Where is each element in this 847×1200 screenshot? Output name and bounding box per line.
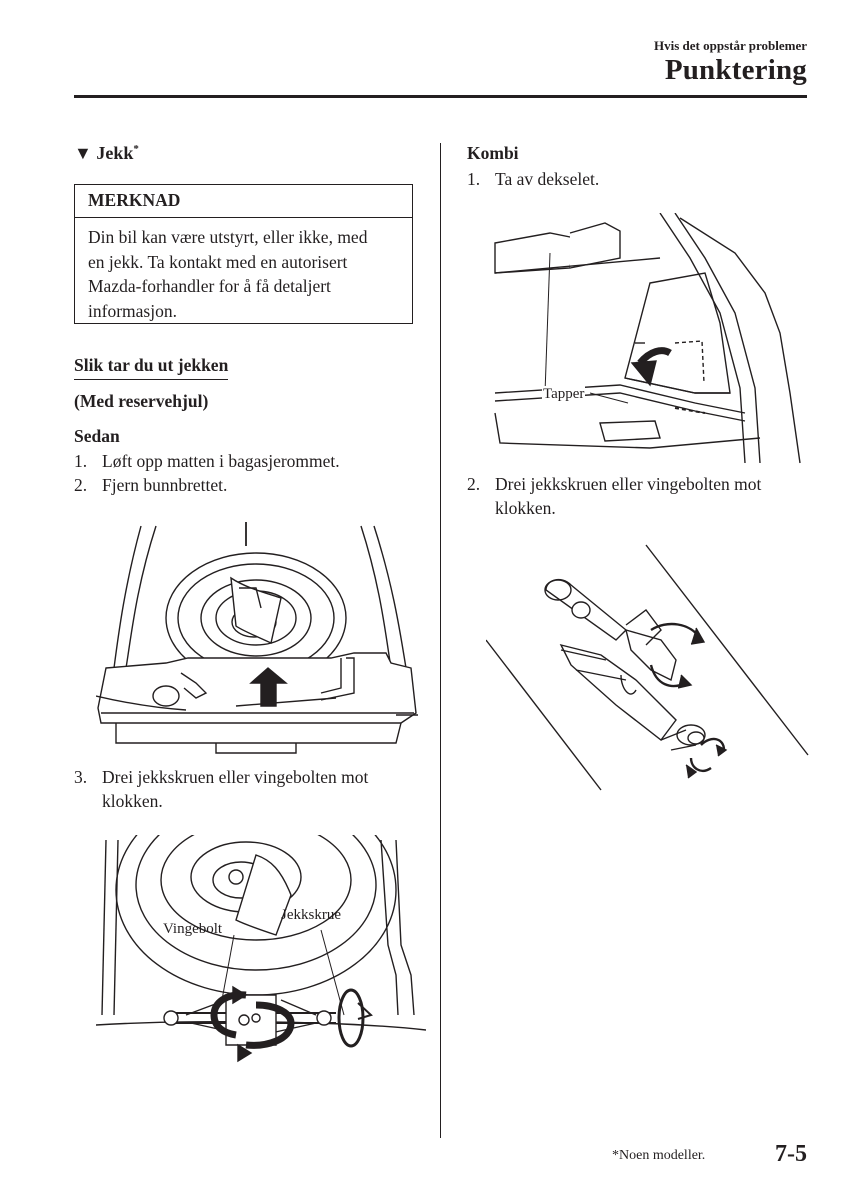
subheading-remove-jack: Slik tar du ut jekken xyxy=(74,355,229,380)
note-line: Din bil kan være utstyrt, eller ikke, me… xyxy=(88,227,368,247)
step-item: 2. Drei jekkskruen eller vingebolten mot… xyxy=(467,472,807,520)
step-number: 2. xyxy=(74,475,88,495)
column-divider xyxy=(440,143,441,1138)
header-rule xyxy=(74,95,807,98)
section-header: Hvis det oppstår problemer xyxy=(654,38,807,53)
heading-text: Jekk xyxy=(96,143,134,163)
kombi-jack-illustration xyxy=(486,540,811,795)
note-box: MERKNAD Din bil kan være utstyrt, eller … xyxy=(74,184,413,324)
note-title: MERKNAD xyxy=(75,185,412,218)
jack-screw-label: Jekkskrue xyxy=(281,907,341,923)
step-number: 1. xyxy=(74,451,88,471)
step-number: 2. xyxy=(467,474,481,494)
note-line: informasjon. xyxy=(88,300,177,321)
page-number: 7-5 xyxy=(775,1141,807,1167)
step-text: Løft opp matten i bagasjerommet. xyxy=(102,451,340,471)
subheading-kombi: Kombi xyxy=(467,143,519,163)
step-text: Drei jekkskruen eller vingebolten mot xyxy=(495,474,762,494)
step-number: 3. xyxy=(74,767,88,787)
heading-triangle-icon: ▼ xyxy=(74,143,92,163)
sedan-jack-illustration xyxy=(96,835,426,1075)
section-heading-jekk: ▼ Jekk* xyxy=(74,143,139,164)
note-line: Mazda-forhandler for å få detaljert xyxy=(88,276,331,296)
step-item: 3. Drei jekkskruen eller vingebolten mot… xyxy=(74,765,419,813)
note-body: Din bil kan være utstyrt, eller ikke, me… xyxy=(88,225,406,323)
note-line: en jekk. Ta kontakt med en autorisert xyxy=(88,251,348,272)
step-number: 1. xyxy=(467,169,481,189)
step-text: klokken. xyxy=(495,498,556,518)
step-item: 2. Fjern bunnbrettet. xyxy=(74,473,414,497)
subheading-sedan: Sedan xyxy=(74,426,120,446)
step-text: Fjern bunnbrettet. xyxy=(102,475,228,495)
step-text: klokken. xyxy=(102,791,163,811)
tabs-label: Tapper xyxy=(542,386,586,403)
step-item: 1. Ta av dekselet. xyxy=(467,167,797,191)
kombi-cargo-illustration xyxy=(490,213,812,468)
sedan-trunk-illustration xyxy=(96,518,421,763)
footnote: *Noen modeller. xyxy=(612,1148,706,1163)
step-text: Ta av dekselet. xyxy=(495,169,600,189)
wing-bolt-label: Vingebolt xyxy=(163,921,223,937)
heading-footnote-mark: * xyxy=(133,143,139,155)
step-text: Drei jekkskruen eller vingebolten mot xyxy=(102,767,369,787)
subheading-with-spare: (Med reservehjul) xyxy=(74,391,209,411)
step-item: 1. Løft opp matten i bagasjerommet. xyxy=(74,449,414,473)
page-title: Punktering xyxy=(664,54,807,86)
